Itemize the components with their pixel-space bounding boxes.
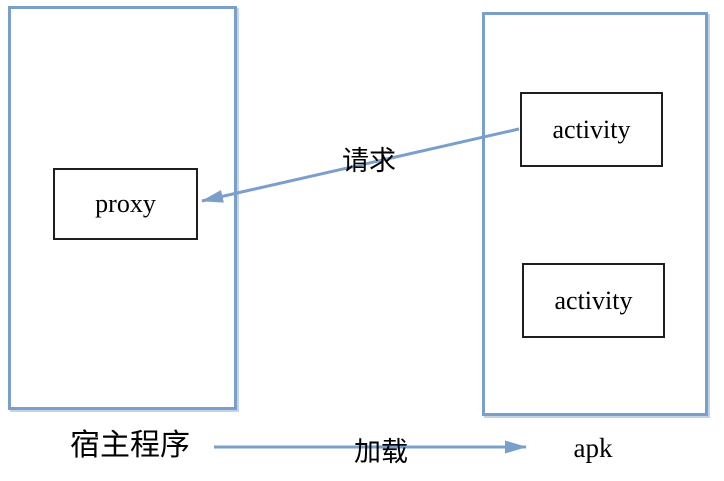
proxy-node: proxy — [53, 168, 198, 240]
load-arrow-label: 加载 — [354, 436, 408, 468]
activity-node-bottom: activity — [522, 263, 665, 338]
request-arrow-label: 请求 — [342, 145, 396, 177]
apk-frame — [482, 12, 708, 416]
activity-node-top: activity — [520, 92, 663, 167]
apk-caption: apk — [573, 432, 613, 463]
proxy-node-label: proxy — [95, 189, 156, 218]
activity-node-top-label: activity — [552, 114, 631, 144]
host-program-caption: 宿主程序 — [70, 428, 190, 463]
activity-node-bottom-label: activity — [554, 285, 633, 315]
